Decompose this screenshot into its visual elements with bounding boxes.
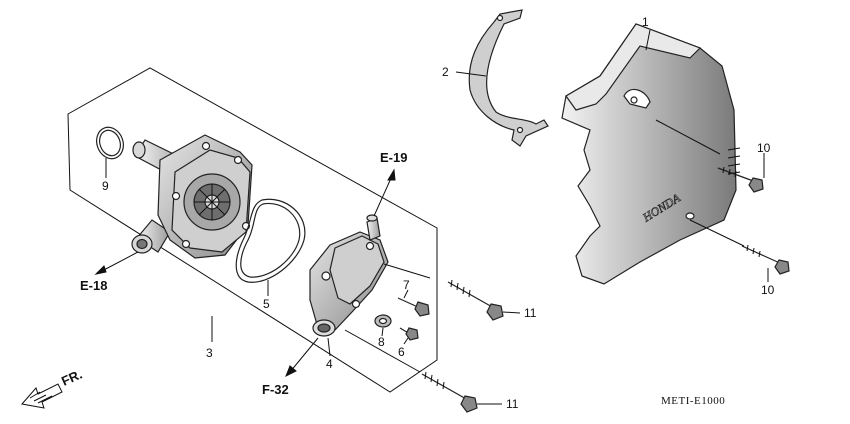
- bracket-2: [468, 9, 549, 147]
- bolt-7: [397, 297, 430, 317]
- cover-1: [561, 23, 741, 285]
- bolt-10-upper: [717, 166, 764, 193]
- assembly-boundary: [67, 67, 438, 393]
- callout-2: 2: [442, 65, 449, 79]
- callout-8: 8: [378, 335, 385, 349]
- bolt-11-lower: [421, 371, 478, 413]
- bolt-11-upper: [447, 279, 504, 321]
- callout-11-upper: 11: [524, 306, 537, 320]
- callout-1: 1: [642, 15, 649, 29]
- ref-arrows: [94, 168, 396, 378]
- ref-e19: E-19: [380, 150, 407, 165]
- front-direction-arrow: [21, 383, 63, 409]
- bolt-10-lower: [741, 244, 790, 275]
- callout-3: 3: [206, 346, 213, 360]
- ref-e18: E-18: [80, 278, 107, 293]
- gasket-5: [235, 198, 306, 283]
- callout-6: 6: [398, 345, 405, 359]
- callout-7: 7: [403, 278, 410, 292]
- callout-10-upper: 10: [757, 141, 771, 155]
- callout-9: 9: [102, 179, 109, 193]
- leader-lines: [105, 29, 769, 405]
- bolt-6: [399, 327, 419, 341]
- front-label: FR.: [59, 367, 84, 389]
- thermostat-cover-4: [309, 214, 389, 337]
- callout-4: 4: [326, 357, 333, 371]
- washer-8: [374, 314, 392, 328]
- water-pump-body: [131, 134, 253, 259]
- callout-11-lower: 11: [506, 397, 519, 411]
- callout-10-lower: 10: [761, 283, 775, 297]
- callout-5: 5: [263, 297, 270, 311]
- o-ring-9: [96, 126, 124, 160]
- drawing-code: METI-E1000: [661, 395, 725, 407]
- ref-f32: F-32: [262, 382, 289, 397]
